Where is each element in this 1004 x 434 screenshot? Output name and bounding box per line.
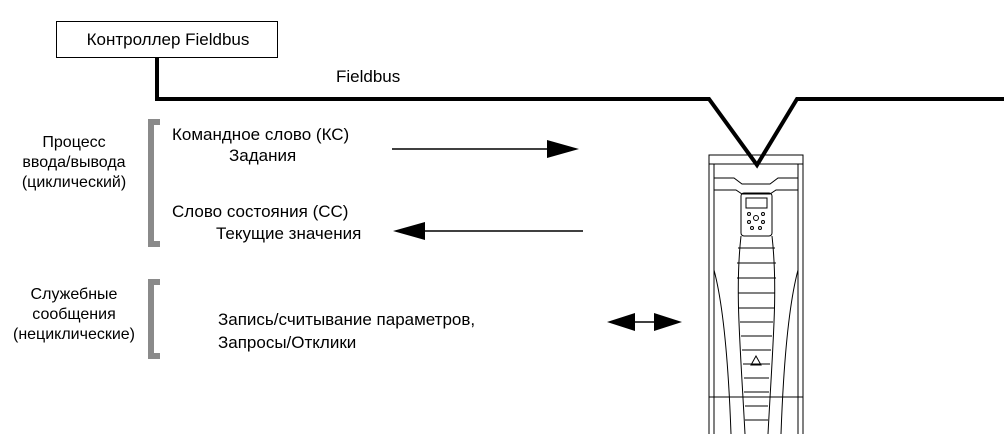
process-io-line-2: ввода/вывода xyxy=(22,154,126,171)
param-read-write-label: Запись/считывание параметров, xyxy=(218,310,476,329)
fieldbus-controller-box: Контроллер Fieldbus xyxy=(56,21,278,58)
process-bracket xyxy=(148,119,160,247)
service-messages-label: Служебные сообщения (нециклические) xyxy=(0,285,148,345)
double-arrow-params xyxy=(607,313,682,331)
process-io-line-3: (циклический) xyxy=(21,174,127,191)
fieldbus-label: Fieldbus xyxy=(336,67,401,86)
fieldbus-line xyxy=(155,58,1004,169)
service-bracket xyxy=(148,279,160,359)
process-io-label: Процесс ввода/вывода (циклический) xyxy=(0,133,148,193)
requests-responses-label: Запросы/Отклики xyxy=(218,333,357,352)
actual-values-label: Текущие значения xyxy=(216,224,362,243)
controller-label: Контроллер Fieldbus xyxy=(86,30,250,49)
arrow-left-status-word xyxy=(393,222,583,240)
service-line-1: Служебные xyxy=(30,286,118,303)
service-line-3: (нециклические) xyxy=(12,326,135,343)
references-label: Задания xyxy=(229,146,297,165)
drive-unit xyxy=(708,154,804,434)
arrow-right-control-word xyxy=(392,140,579,158)
control-word-label: Командное слово (КС) xyxy=(172,125,350,144)
service-line-2: сообщения xyxy=(32,306,116,323)
status-word-label: Слово состояния (СС) xyxy=(172,202,349,221)
process-io-line-1: Процесс xyxy=(42,134,106,151)
